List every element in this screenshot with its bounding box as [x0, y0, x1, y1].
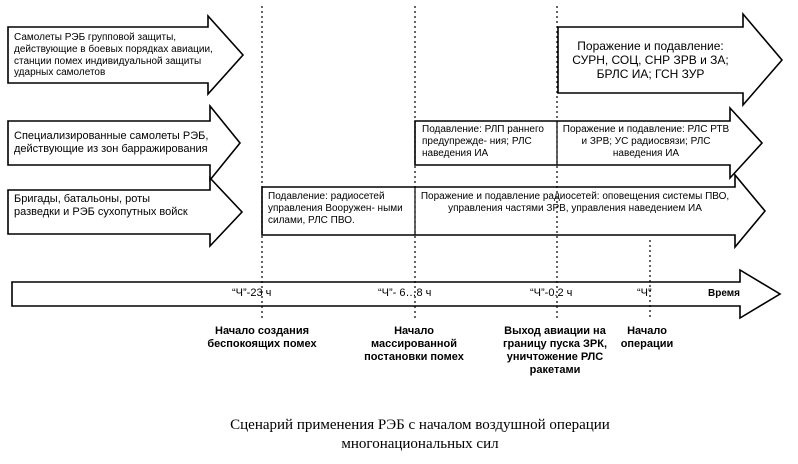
- ground-units-phase2-text: Поражение и подавление радиосетей: опове…: [420, 191, 730, 214]
- milestone-caption-3: Выход авиации на границу пуска ЗРК, унич…: [502, 325, 608, 376]
- time-axis-label: Время: [708, 288, 740, 299]
- milestone-caption-4: Начало операции: [620, 325, 674, 350]
- figure-caption-line-1: Сценарий применения РЭБ с началом воздуш…: [230, 417, 610, 433]
- specialized-aircraft-phase1-text: Подавление: РЛП раннего предупрежде- ния…: [422, 124, 544, 159]
- aviation-group-phase-arrow: [557, 11, 784, 108]
- specialized-aircraft-phase-arrow: [414, 105, 764, 181]
- specialized-aircraft-phase2-text: Поражение и подавление: РЛС РТВ и ЗРВ; У…: [562, 124, 730, 159]
- tick-label-2: “Ч”- 6…8 ч: [378, 287, 432, 299]
- ground-units-phase1-text: Подавление: радиосетей управления Вооруж…: [268, 191, 403, 226]
- ground-units-label-arrow: [7, 175, 244, 249]
- milestone-caption-2: Начало массированной постановки помех: [364, 325, 464, 363]
- figure-caption-line-2: многонациональных сил: [341, 436, 499, 452]
- ground-units-label: Бригады, батальоны, роты разведки и РЭБ …: [14, 193, 188, 218]
- time-axis-arrow: [11, 268, 782, 320]
- milestone-caption-1: Начало создания беспокоящих помех: [207, 325, 317, 350]
- aviation-group-label-arrow: [7, 13, 245, 97]
- tick-label-3: “Ч”-0.2 ч: [530, 287, 573, 299]
- ground-units-phase-arrow: [261, 172, 767, 250]
- specialized-aircraft-label-arrow: [7, 103, 242, 183]
- tick-label-1: “Ч”-23 ч: [232, 287, 272, 299]
- tick-label-4: “Ч”: [637, 287, 652, 299]
- specialized-aircraft-label: Специализированные самолеты РЭБ, действу…: [14, 130, 209, 155]
- aviation-group-label: Самолеты РЭБ групповой защиты, действующ…: [14, 32, 213, 79]
- aviation-group-phase-text: Поражение и подавление: СУРН, СОЦ, СНР З…: [572, 39, 729, 82]
